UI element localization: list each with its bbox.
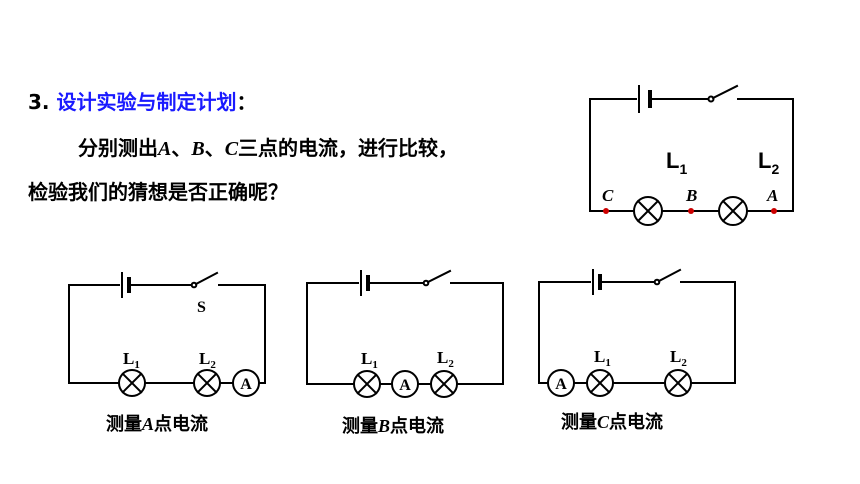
- circuit-measure-a: [68, 271, 266, 397]
- circuit-b-ammeter: [391, 370, 419, 398]
- circuit-c-ammeter: [547, 369, 575, 397]
- circuit-a-lamp1-label: L1: [123, 349, 140, 371]
- circuit-b-caption: 测量B点电流: [342, 415, 444, 437]
- circuit-c-lamp2-label: L2: [670, 347, 687, 369]
- point-c-label: C: [224, 138, 239, 160]
- main-point-a-label: A: [766, 186, 778, 205]
- circuit-a-lamp-l2: [193, 369, 221, 397]
- main-lamp-l2: [718, 196, 748, 226]
- main-point-c-label: C: [602, 186, 614, 205]
- circuit-a-caption: 测量A点电流: [106, 413, 208, 435]
- circuit-a-lamp2-label: L2: [199, 349, 216, 371]
- circuit-a-switch-label: S: [197, 299, 206, 316]
- main-point-b-label: B: [685, 186, 697, 205]
- main-point-a-dot: [771, 208, 777, 214]
- circuit-measure-b: [306, 269, 504, 398]
- circuit-c-ammeter-label: A: [555, 376, 567, 393]
- instruction-text-start: 分别测出: [78, 136, 158, 160]
- circuit-measure-c: [538, 268, 736, 397]
- main-lamp1-label: L1: [666, 148, 687, 177]
- circuit-a-ammeter-label: A: [240, 376, 252, 393]
- circuit-b-switch-lever: [426, 269, 452, 284]
- separator-2: 、: [204, 136, 225, 160]
- circuit-b-lamp1-label: L1: [361, 349, 378, 371]
- circuit-b-lamp-l1: [353, 370, 381, 398]
- separator-1: 、: [171, 136, 192, 160]
- main-point-c-dot: [603, 208, 609, 214]
- section-colon: ：: [236, 90, 257, 114]
- circuit-b-ammeter-label: A: [399, 377, 411, 394]
- main-switch-lever: [711, 84, 739, 100]
- section-number: 3.: [28, 90, 50, 114]
- main-circuit: [589, 84, 794, 226]
- instruction-line-1: 分别测出A、B、C三点的电流，进行比较，: [78, 132, 458, 161]
- main-lamp2-label: L2: [758, 148, 779, 177]
- main-lamp-l1: [633, 196, 663, 226]
- circuit-a-lamp-l1: [118, 369, 146, 397]
- section-heading: 3. 设计实验与制定计划：: [28, 86, 256, 115]
- circuit-c-lamp-l1: [586, 369, 614, 397]
- main-point-b-dot: [688, 208, 694, 214]
- circuit-c-switch-lever: [657, 268, 682, 283]
- point-b-label: B: [191, 138, 205, 160]
- circuit-b-lamp-l2: [430, 370, 458, 398]
- point-a-label: A: [158, 138, 172, 160]
- circuit-b-lamp2-label: L2: [437, 348, 454, 370]
- circuit-c-caption: 测量C点电流: [561, 411, 663, 433]
- instruction-text-end: 三点的电流，进行比较，: [238, 136, 459, 160]
- circuit-c-lamp-l2: [664, 369, 692, 397]
- instruction-line-2: 检验我们的猜想是否正确呢？: [28, 180, 288, 204]
- circuit-c-lamp1-label: L1: [594, 347, 611, 369]
- circuit-a-ammeter: [232, 369, 260, 397]
- circuit-a-switch-lever: [194, 271, 219, 286]
- section-title: 设计实验与制定计划: [56, 90, 237, 114]
